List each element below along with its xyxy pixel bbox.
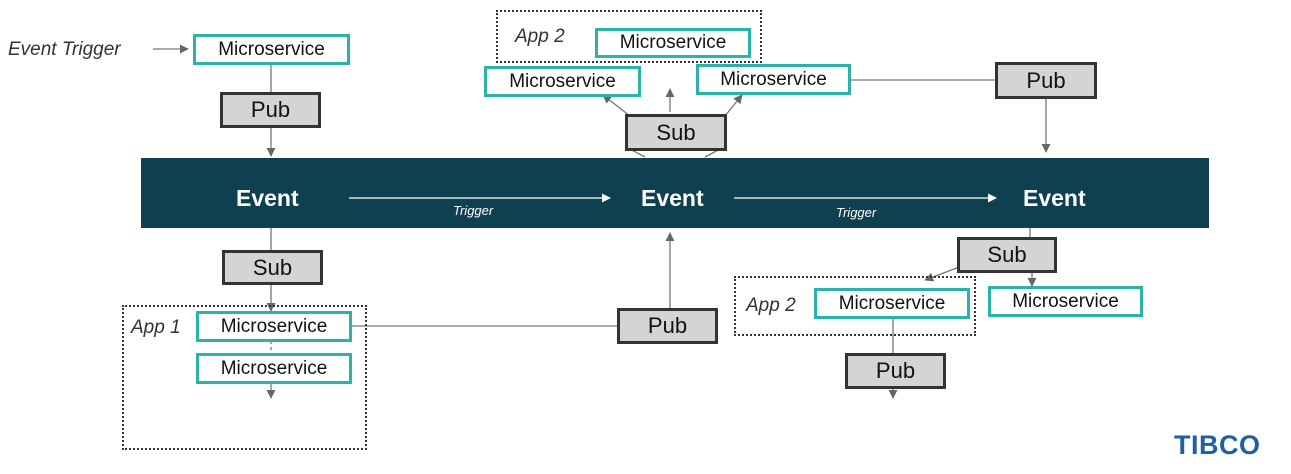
event-label-1: Event	[236, 185, 299, 211]
bottom-app2-label: App 2	[746, 295, 796, 316]
tibco-logo: TIBCO	[1174, 430, 1261, 461]
bottom-right-sub: Sub	[957, 237, 1057, 273]
top-left-microservice: Microservice	[193, 34, 350, 65]
bottom-app2-microservice: Microservice	[814, 288, 970, 319]
bottom-right-microservice: Microservice	[988, 286, 1143, 317]
top-app2-container	[496, 10, 762, 63]
event-trigger-label: Event Trigger	[8, 39, 121, 60]
top-app2-label: App 2	[515, 26, 565, 47]
app1-microservice-1: Microservice	[196, 311, 352, 342]
event-label-3: Event	[1023, 185, 1086, 211]
app1-microservice-2: Microservice	[196, 353, 352, 384]
top-right-sub-microservice: Microservice	[696, 64, 851, 95]
bottom-app2-container	[734, 276, 976, 336]
top-app2-microservice: Microservice	[595, 28, 751, 58]
top-center-sub: Sub	[625, 114, 727, 151]
trigger-label-1: Trigger	[453, 203, 494, 218]
event-label-2: Event	[641, 185, 704, 211]
event-bus-bar	[141, 158, 1209, 228]
top-right-pub: Pub	[995, 62, 1097, 99]
trigger-label-2: Trigger	[836, 205, 877, 220]
top-left-pub: Pub	[220, 92, 321, 128]
bottom-center-pub: Pub	[617, 308, 718, 344]
bottom-left-sub: Sub	[222, 250, 323, 285]
tibco-logo-text: TIBCO	[1174, 430, 1261, 460]
app1-container	[122, 305, 367, 450]
bottom-right-pub: Pub	[845, 353, 946, 389]
app1-label: App 1	[131, 317, 181, 338]
top-left-sub-microservice: Microservice	[484, 66, 641, 97]
